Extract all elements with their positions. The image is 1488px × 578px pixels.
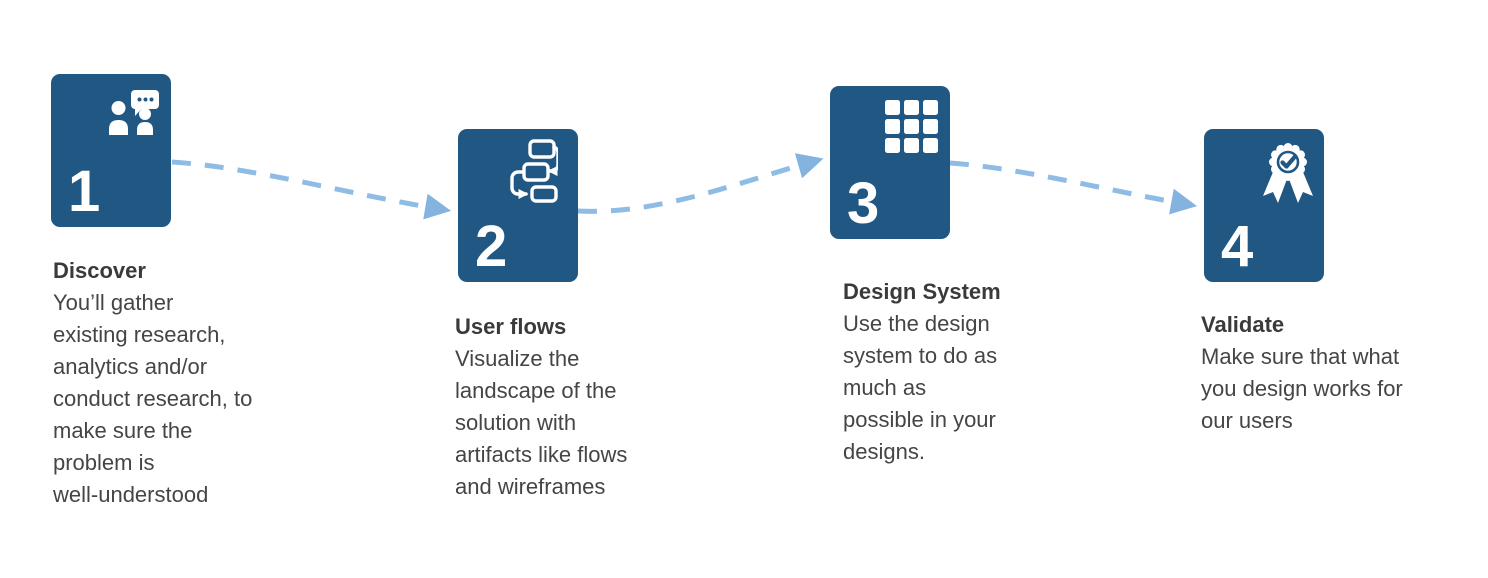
connector-arrow-1 xyxy=(171,159,452,220)
people-chat-icon xyxy=(109,90,159,141)
step-description: You’ll gather existing research, analyti… xyxy=(53,290,253,507)
step-title: Design System xyxy=(843,279,1001,304)
step-description: Visualize the landscape of the solution … xyxy=(455,346,628,499)
step-description: Make sure that what you design works for… xyxy=(1201,344,1403,433)
award-ribbon-icon xyxy=(1260,140,1316,211)
step-2-card: 2 xyxy=(458,129,578,282)
step-description: Use the design system to do as much as p… xyxy=(843,311,998,464)
step-title: User flows xyxy=(455,314,567,339)
step-4-card: 4 xyxy=(1204,129,1324,282)
step-number: 4 xyxy=(1221,214,1254,279)
step-1-card: 1 xyxy=(51,74,171,227)
step-number: 3 xyxy=(847,171,880,236)
grid-icon xyxy=(885,100,941,161)
step-number: 1 xyxy=(68,159,101,224)
step-number: 2 xyxy=(475,214,508,279)
step-title: Discover xyxy=(53,258,146,283)
step-3-card: 3 xyxy=(830,86,950,239)
connector-arrow-3 xyxy=(949,160,1198,215)
connector-arrow-2 xyxy=(577,153,824,214)
step-title: Validate xyxy=(1201,312,1285,337)
flowchart-icon xyxy=(510,139,560,208)
